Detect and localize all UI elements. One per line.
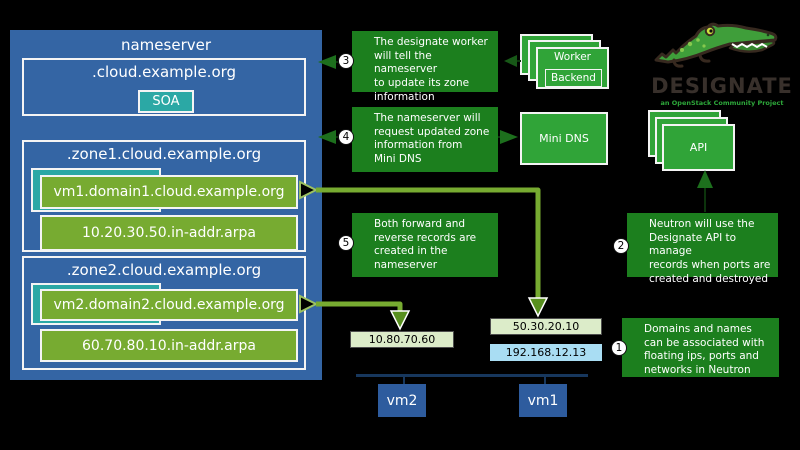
zone2-label: .zone2.cloud.example.org xyxy=(66,261,262,279)
zone1-box: .zone1.cloud.example.org vm1.domain1.clo… xyxy=(22,140,306,252)
arrow-note2-to-api xyxy=(697,170,713,212)
step-number-2: 2 xyxy=(613,238,629,254)
note-step-3: The designate worker will tell the names… xyxy=(352,31,498,103)
note-step-2: Neutron will use the Designate API to ma… xyxy=(627,213,778,285)
vm1-network-tick xyxy=(544,377,546,384)
vm1-floating-ip: 50.30.20.10 xyxy=(490,318,602,335)
vm2-box: vm2 xyxy=(378,384,426,417)
backend-box: Backend xyxy=(545,69,602,87)
zone1-forward-record: vm1.domain1.cloud.example.org xyxy=(40,175,298,209)
designate-tagline: an OpenStack Community Project xyxy=(660,99,784,107)
worker-label: Worker xyxy=(554,51,591,63)
vm2-network-tick xyxy=(403,377,405,384)
root-zone-box: .cloud.example.org SOA xyxy=(22,58,306,116)
zone2-forward-record: vm2.domain2.cloud.example.org xyxy=(40,289,298,321)
network-line xyxy=(356,374,588,377)
api-box: API xyxy=(662,124,735,171)
step-number-4: 4 xyxy=(338,129,354,145)
soa-record-box: SOA xyxy=(138,90,194,113)
note-step-1: Domains and names can be associated with… xyxy=(622,318,779,377)
mini-dns-box: Mini DNS xyxy=(520,112,608,165)
root-zone-label: .cloud.example.org xyxy=(91,63,237,81)
arrow-note4-to-minidns xyxy=(498,130,518,144)
designate-crocodile-icon xyxy=(654,22,778,68)
vm2-floating-ip: 10.80.70.60 xyxy=(350,331,454,348)
note-step-4: The nameserver will request updated zone… xyxy=(352,107,498,172)
zone1-reverse-record: 10.20.30.50.in-addr.arpa xyxy=(40,215,298,251)
step-number-1: 1 xyxy=(611,340,627,356)
vm1-box: vm1 xyxy=(519,384,567,417)
zone1-label: .zone1.cloud.example.org xyxy=(66,145,262,163)
worker-box: Worker Backend xyxy=(536,47,609,89)
step-number-5: 5 xyxy=(338,235,354,251)
zone2-box: .zone2.cloud.example.org vm2.domain2.clo… xyxy=(22,256,306,370)
note-step-5: Both forward and reverse records are cre… xyxy=(352,213,498,277)
designate-logo: DESIGNATE an OpenStack Community Project xyxy=(646,14,798,110)
zone2-reverse-record: 60.70.80.10.in-addr.arpa xyxy=(40,329,298,362)
step-number-3: 3 xyxy=(338,53,354,69)
designate-wordmark: DESIGNATE xyxy=(651,74,793,98)
nameserver-title: nameserver xyxy=(120,36,212,54)
vm1-fixed-ip: 192.168.12.13 xyxy=(490,344,602,361)
arrow-worker-to-note3 xyxy=(504,55,521,67)
